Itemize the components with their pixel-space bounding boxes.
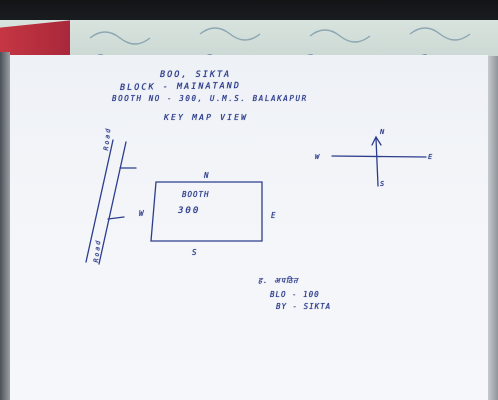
road-line-right — [98, 141, 127, 265]
compass-west-label: W — [315, 153, 322, 161]
road-connector-bottom — [107, 216, 125, 220]
booth-north-label: N — [204, 171, 210, 180]
booth-south-label: S — [192, 248, 198, 257]
signature-line-3: BY - SIKTA — [276, 302, 332, 311]
signature-line-2: BLO - 100 — [270, 290, 320, 299]
header-line-3: BOOTH NO - 300, U.M.S. BALAKAPUR — [112, 94, 308, 103]
header-line-2: BLOCK - MAINATAND — [119, 80, 242, 94]
signature-line-1: ह. अपठित — [258, 276, 299, 285]
booth-east-label: E — [271, 211, 277, 220]
booth-rectangle — [150, 181, 263, 242]
compass-vertical — [375, 137, 379, 187]
booth-label: BOOTH — [182, 190, 210, 199]
right-edge-shadow — [486, 56, 498, 400]
map-title: KEY MAP VIEW — [164, 113, 249, 122]
compass-horizontal — [331, 155, 427, 158]
booth-west-label: W — [139, 209, 145, 218]
compass-south-label: S — [380, 180, 387, 188]
left-edge-shadow — [0, 52, 10, 400]
compass-east-label: E — [428, 153, 435, 161]
compass-arrow — [371, 135, 382, 146]
paper-sheet — [10, 55, 488, 400]
road-line-left — [85, 139, 114, 263]
compass-north-label: N — [380, 128, 387, 136]
booth-number: 300 — [178, 206, 201, 216]
header-line-1: BOO, SIKTA — [160, 70, 232, 80]
